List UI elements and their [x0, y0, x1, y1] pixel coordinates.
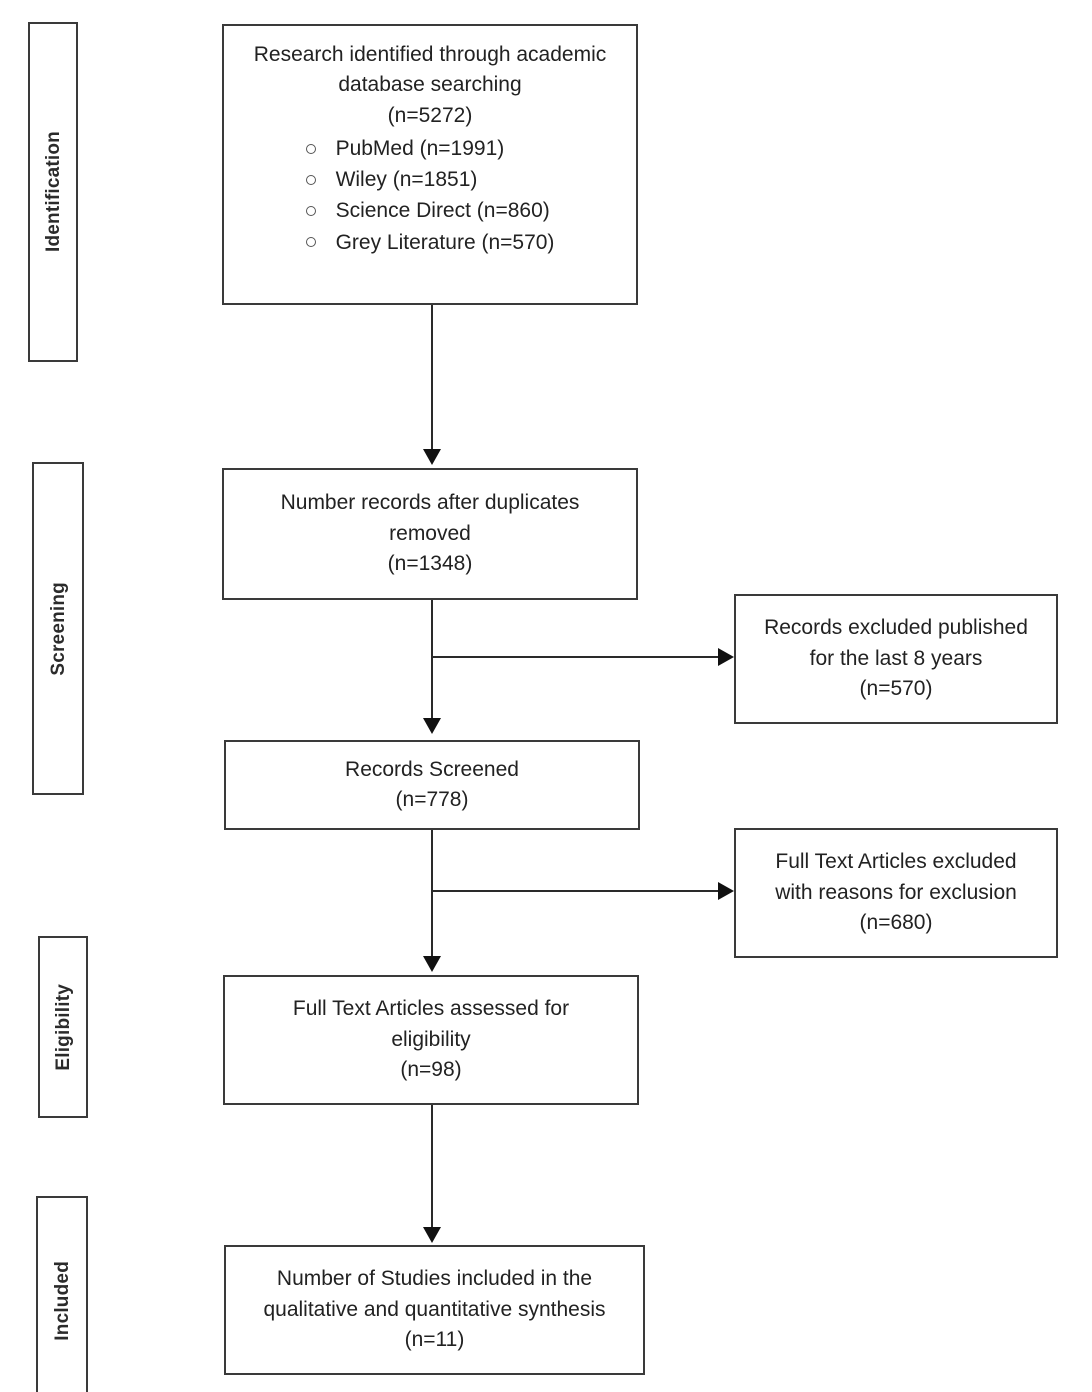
- arrowhead-down-icon: [423, 956, 441, 972]
- arrowhead-down-icon: [423, 1227, 441, 1243]
- connector-screened-to-fulltext: [431, 830, 433, 958]
- bullet-circle-icon: [305, 174, 316, 185]
- box-records-excluded-years-line1: Records excluded published: [764, 616, 1028, 640]
- box-included-studies-count: (n=11): [404, 1328, 465, 1352]
- list-item: Grey Literature (n=570): [305, 227, 555, 258]
- bullet-circle-icon: [305, 143, 316, 154]
- arrowhead-down-icon: [423, 718, 441, 734]
- box-research-identified-count: (n=5272): [387, 103, 473, 127]
- box-fulltext-assessed-line2: eligibility: [391, 1027, 471, 1051]
- box-fulltext-excluded-reasons-count: (n=680): [859, 911, 933, 935]
- box-fulltext-excluded-reasons-line2: with reasons for exclusion: [775, 880, 1017, 904]
- box-duplicates-removed-line1: Number records after duplicates: [280, 491, 580, 515]
- box-records-excluded-years-count: (n=570): [859, 677, 933, 701]
- stage-box-identification: Identification: [28, 22, 78, 362]
- box-duplicates-removed-count: (n=1348): [387, 552, 473, 576]
- box-fulltext-assessed: Full Text Articles assessed for eligibil…: [223, 975, 639, 1105]
- stage-label-identification: Identification: [42, 131, 64, 253]
- box-fulltext-excluded-reasons: Full Text Articles excluded with reasons…: [734, 828, 1058, 958]
- list-item: PubMed (n=1991): [305, 133, 555, 164]
- stage-box-included: Included: [36, 1196, 88, 1392]
- box-included-studies-line2: qualitative and quantitative synthesis: [263, 1297, 606, 1321]
- box-duplicates-removed: Number records after duplicates removed …: [222, 468, 638, 600]
- source-database-list: PubMed (n=1991) Wiley (n=1851) Science D…: [305, 133, 555, 258]
- box-research-identified-line2: database searching: [338, 73, 522, 97]
- box-records-screened-line1: Records Screened: [345, 757, 519, 781]
- bullet-circle-icon: [305, 206, 316, 216]
- source-label-science-direct: Science Direct (n=860): [335, 199, 550, 223]
- box-included-studies-line1: Number of Studies included in the: [276, 1267, 593, 1291]
- connector-fulltext-to-included: [431, 1105, 433, 1229]
- box-research-identified: Research identified through academic dat…: [222, 24, 638, 305]
- stage-label-screening: Screening: [47, 581, 69, 676]
- stage-box-screening: Screening: [32, 462, 84, 795]
- connector-duplicates-to-excluded-years: [431, 656, 724, 658]
- box-fulltext-assessed-line1: Full Text Articles assessed for: [292, 997, 570, 1021]
- list-item: Science Direct (n=860): [305, 195, 555, 226]
- connector-identified-to-duplicates: [431, 305, 433, 451]
- source-label-grey-literature: Grey Literature (n=570): [335, 230, 555, 254]
- box-duplicates-removed-line2: removed: [389, 521, 471, 545]
- stage-label-included: Included: [51, 1261, 73, 1341]
- box-fulltext-excluded-reasons-line1: Full Text Articles excluded: [775, 850, 1017, 874]
- box-records-screened-count: (n=778): [395, 788, 469, 811]
- box-research-identified-line1: Research identified through academic: [253, 43, 607, 66]
- arrowhead-down-icon: [423, 449, 441, 465]
- list-item: Wiley (n=1851): [305, 164, 555, 195]
- bullet-circle-icon: [305, 237, 316, 248]
- box-records-excluded-years: Records excluded published for the last …: [734, 594, 1058, 724]
- box-records-excluded-years-line2: for the last 8 years: [809, 646, 983, 670]
- box-fulltext-assessed-count: (n=98): [400, 1058, 462, 1082]
- connector-screened-to-excluded-reasons: [431, 890, 724, 892]
- box-records-screened: Records Screened (n=778): [224, 740, 640, 830]
- source-label-wiley: Wiley (n=1851): [335, 168, 478, 192]
- box-included-studies: Number of Studies included in the qualit…: [224, 1245, 645, 1375]
- source-label-pubmed: PubMed (n=1991): [335, 137, 505, 161]
- arrowhead-right-icon: [718, 882, 734, 900]
- stage-label-eligibility: Eligibility: [52, 983, 74, 1071]
- stage-box-eligibility: Eligibility: [38, 936, 88, 1118]
- arrowhead-right-icon: [718, 648, 734, 666]
- connector-duplicates-to-screened: [431, 600, 433, 720]
